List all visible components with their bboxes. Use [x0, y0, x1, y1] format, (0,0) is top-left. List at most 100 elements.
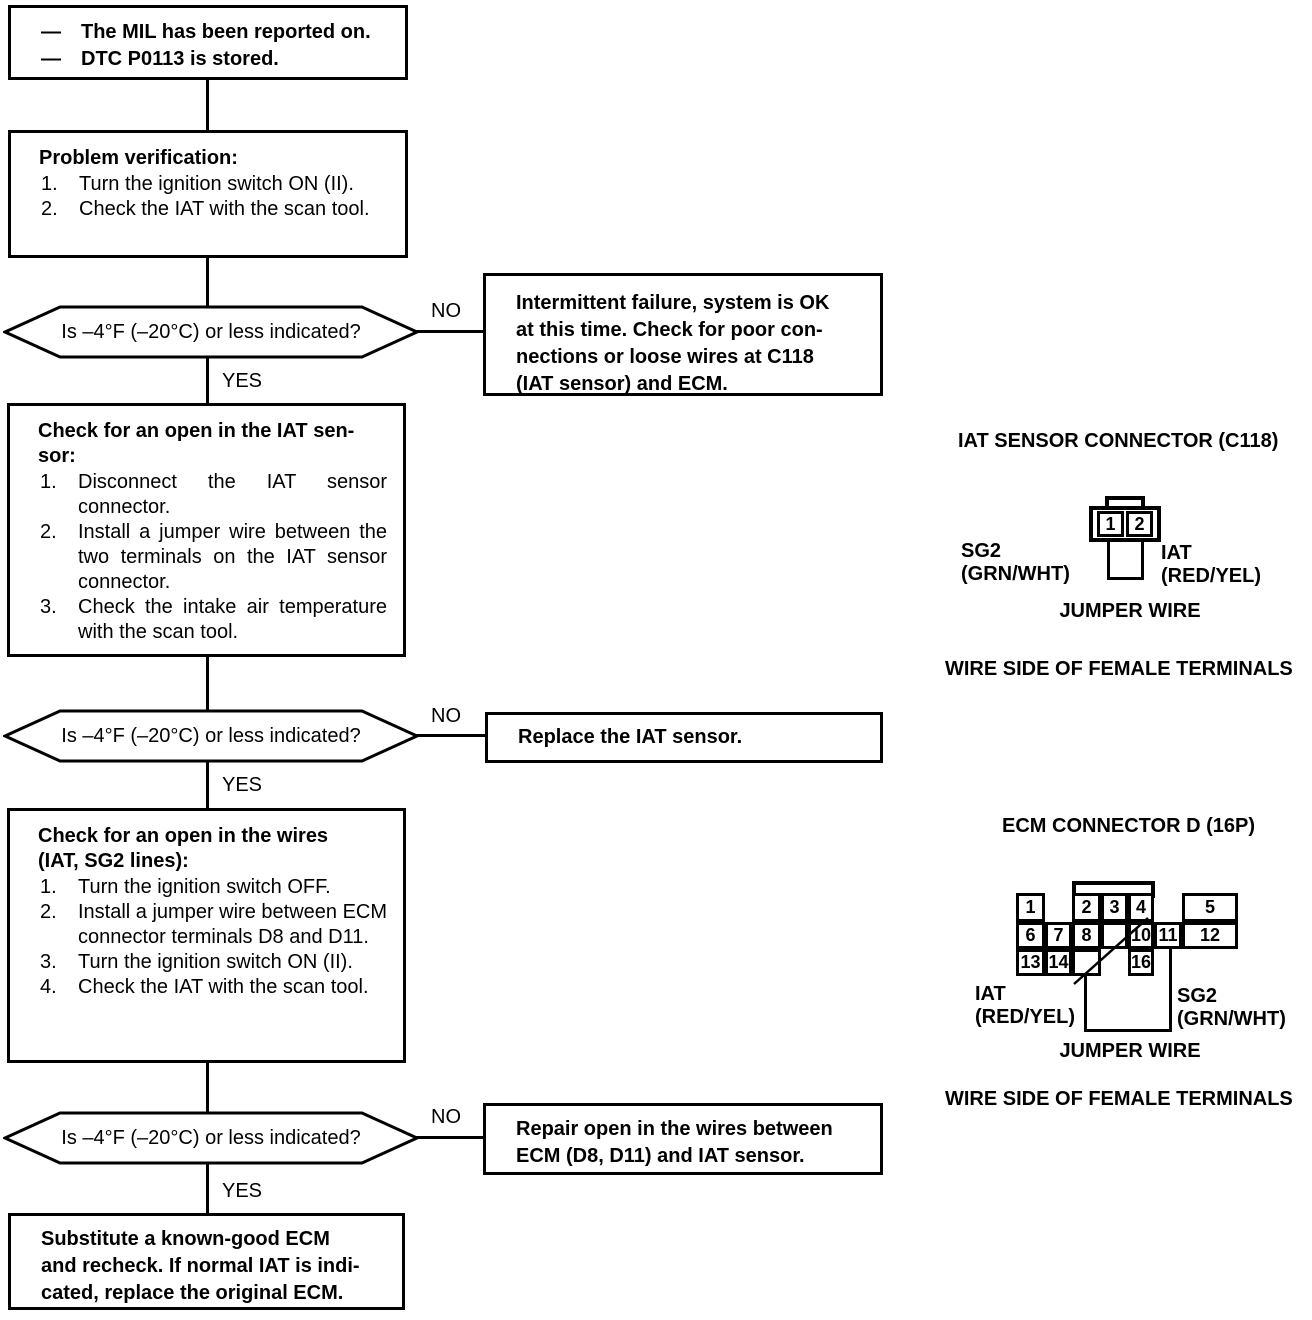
start-line-text: DTC P0113 is stored.: [81, 48, 279, 70]
result-line: at this time. Check for poor con-: [516, 319, 823, 341]
step: Check the IAT with the scan tool.: [40, 975, 369, 1000]
step: Check the IAT with the scan tool.: [41, 197, 370, 222]
terminal-name: SG2: [1177, 985, 1218, 1007]
terminal-name: IAT: [1161, 542, 1192, 564]
ecm-pin-13: 13: [1016, 949, 1045, 976]
c118-pin-2: 2: [1126, 511, 1153, 537]
start-box: — The MIL has been reported on. — DTC P0…: [8, 5, 408, 80]
step: Install a jumper wire between ECM connec…: [40, 900, 388, 948]
wire-color: (RED/YEL): [1161, 565, 1261, 587]
c118-jumper-wire-left: [1107, 542, 1110, 580]
result-line: Intermittent failure, system is OK: [516, 292, 830, 314]
connector-line: [206, 655, 209, 712]
connector-line: [206, 1061, 209, 1114]
step: Disconnect the IAT sensor connector.: [40, 470, 387, 518]
c118-jumper-wire-right: [1141, 542, 1144, 580]
result-line: (IAT sensor) and ECM.: [516, 373, 728, 395]
wire-color: (GRN/WHT): [1177, 1008, 1286, 1030]
decision-hexagon: [1, 709, 421, 763]
yes-label: YES: [222, 774, 263, 796]
step-list: Turn the ignition switch OFF. Install a …: [38, 875, 393, 1000]
wire-color: (GRN/WHT): [961, 563, 1070, 585]
ecm-pin-8: 8: [1072, 922, 1101, 949]
ecm-pin-14: 14: [1045, 949, 1072, 976]
no-label: NO: [431, 1106, 461, 1128]
dash-bullet: —: [41, 48, 61, 70]
decision-1: Is –4°F (–20°C) or less indicated?: [1, 305, 421, 359]
connector-line: [206, 760, 209, 810]
c118-jumper-wire-bottom: [1107, 577, 1144, 580]
ecm-left-terminal-label: IAT (RED/YEL): [975, 983, 1075, 1029]
no-branch-line: [416, 734, 487, 737]
connector-line: [206, 256, 209, 307]
ecm-pin-3: 3: [1101, 893, 1128, 922]
decision-hexagon: [1, 305, 421, 359]
yes-label: YES: [222, 1180, 263, 1202]
box-title-line: (IAT, SG2 lines):: [38, 850, 189, 872]
check-open-wires-box: Check for an open in the wires (IAT, SG2…: [7, 808, 406, 1063]
substitute-ecm-box: Substitute a known-good ECM and recheck.…: [8, 1213, 405, 1310]
result-line: cated, replace the original ECM.: [41, 1282, 344, 1304]
step: Turn the ignition switch OFF.: [40, 875, 331, 900]
result-line: Repair open in the wires between: [516, 1118, 833, 1140]
terminal-name: SG2: [961, 540, 1002, 562]
intermittent-failure-box: Intermittent failure, system is OK at th…: [483, 273, 883, 396]
ecm-jumper-wire-caption: JUMPER WIRE: [1059, 1040, 1201, 1062]
c118-jumper-wire-caption: JUMPER WIRE: [1059, 600, 1201, 622]
no-label: NO: [431, 300, 461, 322]
c118-right-terminal-label: IAT (RED/YEL): [1161, 542, 1261, 588]
check-open-iat-sensor-box: Check for an open in the IAT sen- sor: D…: [7, 403, 406, 657]
decision-hexagon: [1, 1111, 421, 1165]
c118-left-terminal-label: SG2 (GRN/WHT): [961, 540, 1070, 586]
result-line: Substitute a known-good ECM: [41, 1228, 330, 1250]
wire-color: (RED/YEL): [975, 1006, 1075, 1028]
result-line: nections or loose wires at C118: [516, 346, 814, 368]
c118-pin-1: 1: [1097, 511, 1124, 537]
result-line: Replace the IAT sensor.: [518, 726, 743, 748]
start-line: — The MIL has been reported on.: [41, 19, 397, 46]
dash-bullet: —: [41, 21, 61, 43]
step-list: Disconnect the IAT sensor connector. Ins…: [38, 470, 393, 645]
result-line: and recheck. If normal IAT is indi-: [41, 1255, 360, 1277]
no-branch-line: [416, 1136, 485, 1139]
ecm-section-title: ECM CONNECTOR D (16P): [1002, 815, 1255, 837]
step: Check the intake air temperature with th…: [40, 595, 387, 643]
start-line: — DTC P0113 is stored.: [41, 46, 397, 73]
ecm-right-terminal-label: SG2 (GRN/WHT): [1177, 985, 1286, 1031]
ecm-pin-4: 4: [1128, 893, 1154, 922]
ecm-keying-diagonal: [1073, 917, 1149, 985]
connector-line: [206, 1163, 209, 1215]
ecm-pin-12: 12: [1182, 922, 1238, 949]
connector-line: [206, 356, 209, 405]
start-line-text: The MIL has been reported on.: [81, 21, 371, 43]
ecm-pin-6: 6: [1016, 922, 1045, 949]
ecm-pin-1: 1: [1016, 893, 1045, 922]
ecm-pin-2: 2: [1072, 893, 1101, 922]
connector-line: [206, 80, 209, 132]
replace-iat-sensor-box: Replace the IAT sensor.: [485, 712, 883, 763]
decision-question: Is –4°F (–20°C) or less indicated?: [61, 724, 361, 747]
box-title-line: Check for an open in the wires: [38, 825, 329, 847]
decision-2: Is –4°F (–20°C) or less indicated?: [1, 709, 421, 763]
ecm-pin-7: 7: [1045, 922, 1072, 949]
problem-verification-box: Problem verification: Turn the ignition …: [8, 130, 408, 258]
ecm-jumper-wire-left: [1084, 976, 1087, 1032]
ecm-jumper-wire-bottom: [1084, 1029, 1172, 1032]
no-branch-line: [416, 330, 485, 333]
c118-footnote: WIRE SIDE OF FEMALE TERMINALS: [945, 658, 1293, 680]
decision-question: Is –4°F (–20°C) or less indicated?: [61, 320, 361, 343]
decision-question: Is –4°F (–20°C) or less indicated?: [61, 1126, 361, 1149]
decision-3: Is –4°F (–20°C) or less indicated?: [1, 1111, 421, 1165]
step-list: Turn the ignition switch ON (II). Check …: [39, 172, 395, 222]
terminal-name: IAT: [975, 983, 1006, 1005]
ecm-pin-16: 16: [1128, 949, 1154, 976]
c118-section-title: IAT SENSOR CONNECTOR (C118): [958, 430, 1279, 452]
ecm-jumper-wire-right: [1169, 949, 1172, 1032]
step: Turn the ignition switch ON (II).: [40, 950, 353, 975]
yes-label: YES: [222, 370, 263, 392]
step: Turn the ignition switch ON (II).: [41, 172, 354, 197]
box-title: Problem verification:: [39, 147, 238, 169]
no-label: NO: [431, 705, 461, 727]
result-line: ECM (D8, D11) and IAT sensor.: [516, 1145, 805, 1167]
ecm-pin-11: 11: [1154, 922, 1182, 949]
